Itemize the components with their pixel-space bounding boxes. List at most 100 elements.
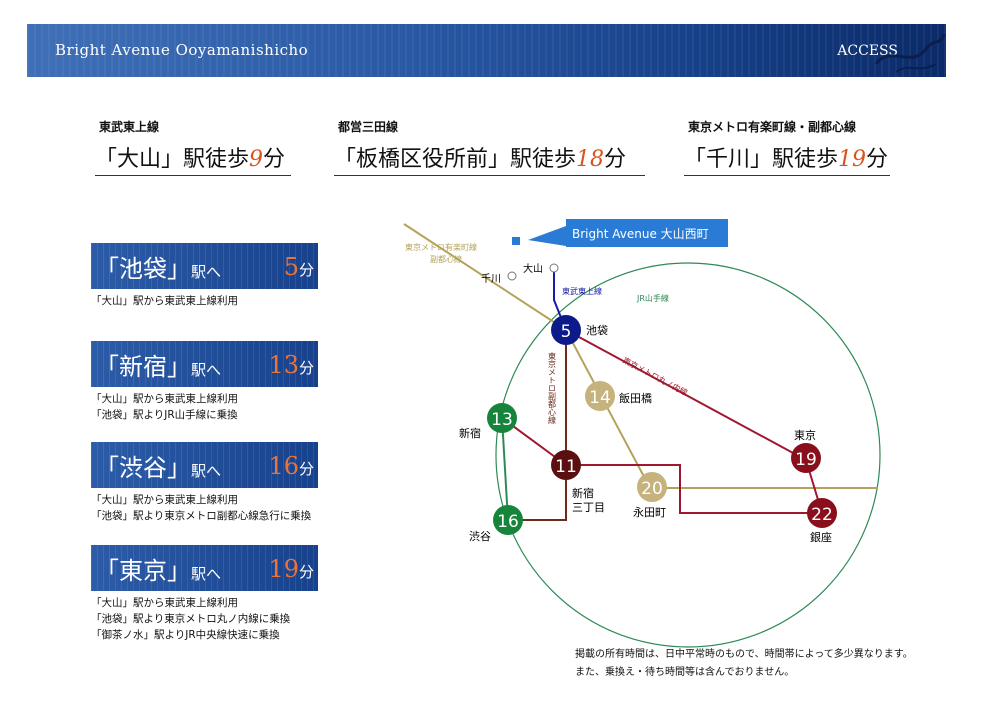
yurakucho-line-south (565, 329, 651, 489)
disclaimer-line: また、乗換え・待ち時間等は含んでおりません。 (575, 667, 795, 678)
destination-unit: 分 (298, 261, 314, 279)
tokyo-minutes: 19 (795, 450, 817, 470)
station-shibuya-label: 渋谷 (469, 530, 491, 543)
station-tokyo-marker (791, 443, 821, 473)
destination-station: 「新宿」 (95, 353, 191, 381)
note-line: 「大山」駅から東武東上線利用 (91, 393, 238, 405)
walk-station: 「千川」駅徒歩 (684, 147, 839, 172)
destination-name: 「池袋」駅へ (95, 249, 221, 284)
walk-itabashi: 都営三田線 「板橋区役所前」駅徒歩18分 (334, 118, 645, 176)
station-shibuya-marker (493, 505, 523, 535)
walk-unit: 分 (604, 147, 627, 172)
destination-bar: 「新宿」駅へ 13分 (91, 341, 318, 387)
callout-pointer-icon (528, 226, 566, 246)
station-shinjuku3-label-2: 三丁目 (572, 501, 605, 514)
note-line: 「大山」駅から東武東上線利用 (91, 597, 238, 609)
note-line: 「池袋」駅よりJR山手線に乗換 (91, 409, 238, 421)
walk-minutes: 19 (838, 147, 867, 172)
destination-unit: 分 (298, 359, 314, 377)
walk-station: 「板橋区役所前」駅徒歩 (334, 147, 577, 172)
destination-unit: 分 (298, 460, 314, 478)
destination-name: 「東京」駅へ (95, 551, 221, 586)
station-ikebukuro-label: 池袋 (586, 323, 608, 337)
marunouchi-branch (501, 417, 822, 514)
walk-minutes: 9 (249, 147, 264, 172)
walk-station: 「大山」駅徒歩 (95, 147, 250, 172)
destination-shibuya: 「渋谷」駅へ 16分 「大山」駅から東武東上線利用 「池袋」駅より東京メトロ副都… (91, 442, 318, 524)
note-line: 「御茶ノ水」駅よりJR中央線快速に乗換 (91, 629, 280, 641)
destination-minutes: 16 (268, 452, 299, 480)
destination-note: 「大山」駅から東武東上線利用 (91, 295, 238, 307)
destination-suffix: 駅へ (191, 263, 222, 281)
bar-texture (91, 243, 318, 289)
flourish-icon (874, 33, 946, 73)
destination-bar: 「東京」駅へ 19分 (91, 545, 318, 591)
walk-ooyama: 東武東上線 「大山」駅徒歩9分 (95, 118, 291, 176)
destination-station: 「渋谷」 (95, 454, 191, 482)
station-ginza-label: 銀座 (810, 530, 832, 544)
destination-time: 5分 (284, 253, 314, 281)
yamanote-line (495, 262, 881, 648)
station-ooyama-marker (549, 263, 559, 273)
note-line: 「池袋」駅より東京メトロ副都心線急行に乗換 (91, 510, 312, 522)
destination-time: 16分 (268, 452, 314, 480)
property-callout-label: Bright Avenue 大山西町 (572, 227, 709, 241)
station-shinjuku-marker (487, 403, 517, 433)
iidabashi-minutes: 14 (589, 388, 611, 408)
station-ginza-marker (807, 498, 837, 528)
destination-time: 19分 (268, 555, 314, 583)
property-marker-icon (512, 237, 520, 245)
walk-senkawa: 東京メトロ有楽町線・副都心線 「千川」駅徒歩19分 (684, 118, 890, 176)
destination-note: 「大山」駅から東武東上線利用 「池袋」駅より東京メトロ副都心線急行に乗換 (91, 492, 318, 524)
ikebukuro-minutes: 5 (561, 322, 572, 342)
station-shinjuku-label: 新宿 (459, 426, 481, 440)
shinjuku3-minutes: 11 (555, 457, 577, 477)
walk-unit: 分 (263, 147, 286, 172)
yamanote-west-segment (501, 417, 509, 521)
destination-time: 13分 (268, 351, 314, 379)
header-texture (27, 24, 946, 77)
fukutoshin-line (508, 330, 567, 521)
nagatacho-minutes: 20 (641, 479, 663, 499)
yurakucho-line-label: 東京メトロ有楽町線 (405, 242, 477, 252)
property-callout (566, 219, 728, 247)
walk-minutes: 18 (576, 147, 605, 172)
destination-minutes: 19 (268, 555, 299, 583)
station-tokyo-label: 東京 (794, 428, 816, 442)
destination-note: 「大山」駅から東武東上線利用 「池袋」駅より東京メトロ丸ノ内線に乗換 「御茶ノ水… (91, 595, 318, 643)
station-nagatacho-marker (637, 472, 667, 502)
station-senkawa-marker (507, 271, 517, 281)
bar-texture (91, 545, 318, 591)
destination-note: 「大山」駅から東武東上線利用 「池袋」駅よりJR山手線に乗換 (91, 391, 318, 423)
bar-texture (91, 341, 318, 387)
property-name: Bright Avenue Ooyamanishicho (55, 41, 309, 59)
tojo-line-label: 東武東上線 (562, 286, 602, 296)
shinjuku-minutes: 13 (491, 410, 513, 430)
station-iidabashi-marker (585, 381, 615, 411)
walk-line-label: 東京メトロ有楽町線・副都心線 (688, 120, 857, 134)
station-ooyama-label: 大山 (523, 262, 543, 275)
destination-name: 「渋谷」駅へ (95, 448, 221, 483)
destination-name: 「新宿」駅へ (95, 347, 221, 382)
bar-texture (91, 442, 318, 488)
section-title: ACCESS (837, 43, 898, 59)
destination-station: 「池袋」 (95, 255, 191, 283)
destination-shinjuku: 「新宿」駅へ 13分 「大山」駅から東武東上線利用 「池袋」駅よりJR山手線に乗… (91, 341, 318, 423)
walk-line-label: 東武東上線 (99, 120, 160, 134)
marunouchi-line (565, 329, 807, 461)
walk-line-label: 都営三田線 (338, 120, 399, 134)
destination-tokyo: 「東京」駅へ 19分 「大山」駅から東武東上線利用 「池袋」駅より東京メトロ丸ノ… (91, 545, 318, 643)
walk-time: 「板橋区役所前」駅徒歩18分 (334, 141, 645, 176)
note-line: 「池袋」駅より東京メトロ丸ノ内線に乗換 (91, 613, 291, 625)
station-ikebukuro-marker (551, 315, 581, 345)
walk-time: 「千川」駅徒歩19分 (684, 141, 890, 176)
destination-ikebukuro: 「池袋」駅へ 5分 「大山」駅から東武東上線利用 (91, 243, 318, 309)
station-shinjuku3-label-1: 新宿 (572, 486, 594, 500)
station-shinjuku3-marker (551, 450, 581, 480)
yurakucho-line (403, 223, 567, 331)
shibuya-minutes: 16 (497, 512, 519, 532)
disclaimer: 掲載の所有時間は、日中平常時のもので、時間帯によって多少異なります。 また、乗換… (575, 646, 913, 682)
destination-unit: 分 (298, 563, 314, 581)
station-nagatacho-label: 永田町 (633, 505, 666, 519)
